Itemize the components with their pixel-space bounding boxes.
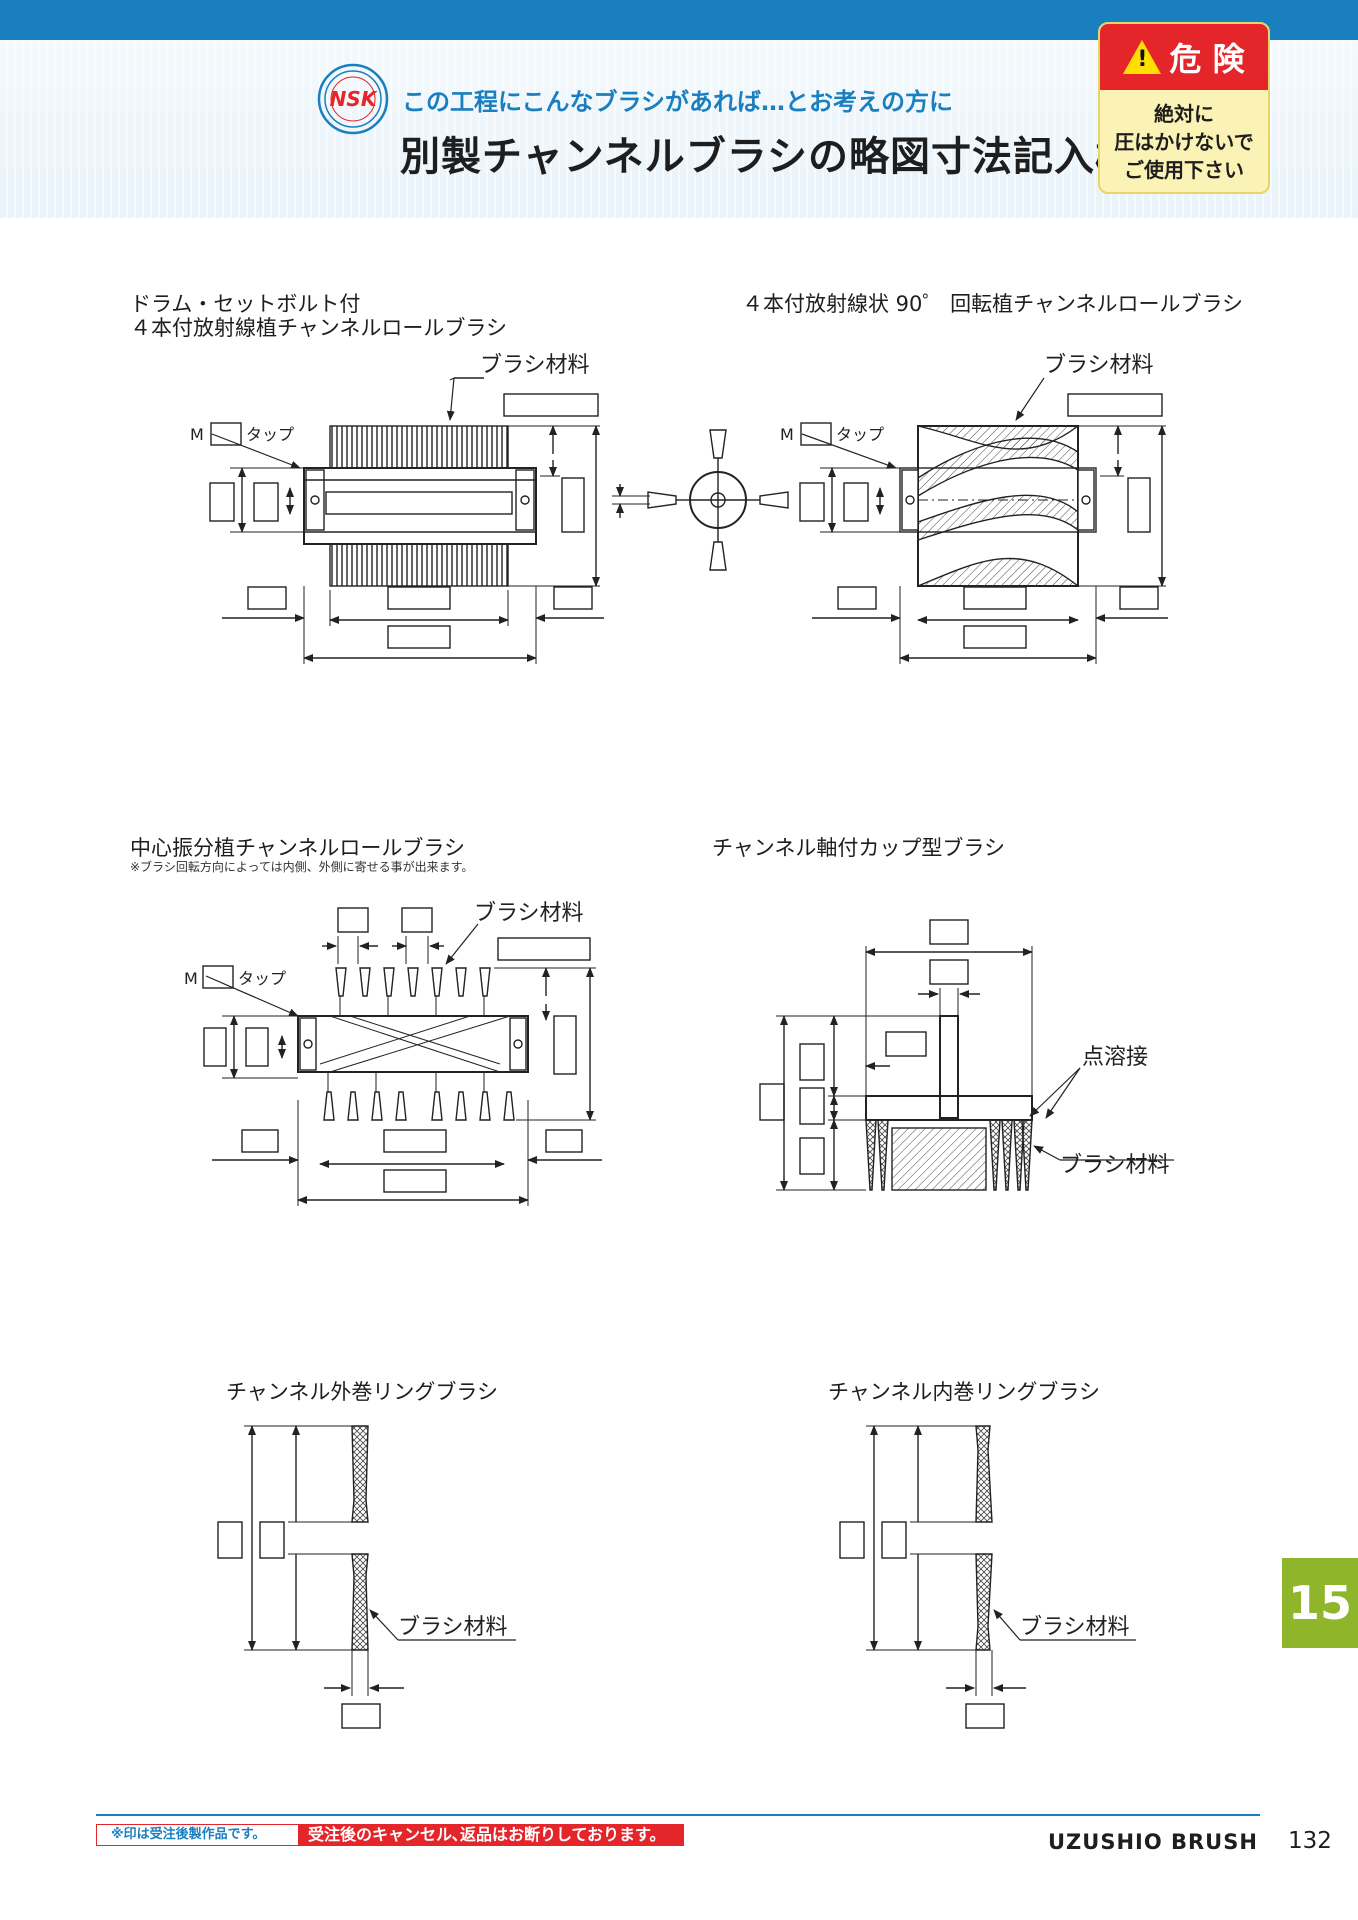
warning-icon: ! <box>1123 40 1162 74</box>
dim-box[interactable] <box>553 586 593 610</box>
dim-box[interactable] <box>503 393 599 417</box>
footer-note-no-cancel: 受注後のキャンセル､返品はお断りしております。 <box>298 1824 684 1846</box>
fig1-tap-label: タップ <box>246 425 294 444</box>
dim-box[interactable] <box>881 1521 907 1559</box>
danger-line-1: 絶対に <box>1154 102 1214 126</box>
fig5-material-label: ブラシ材料 <box>398 1615 508 1640</box>
dim-box[interactable] <box>203 1027 227 1067</box>
fig4-weld-label: 点溶接 <box>1082 1045 1148 1070</box>
dim-box[interactable] <box>383 1129 447 1153</box>
brand-name: UZUSHIO BRUSH <box>1048 1830 1258 1854</box>
fig3-tap-label: タップ <box>238 969 286 988</box>
dim-box[interactable] <box>799 1137 825 1175</box>
fig3-tap-m: M <box>184 969 198 988</box>
fig2-caption: ４本付放射線状 90゜ 回転植チャンネルロールブラシ <box>742 292 1244 316</box>
dim-box[interactable] <box>241 1129 279 1153</box>
dim-box[interactable] <box>965 1703 1005 1729</box>
fig1-caption-line1: ドラム・セットボルト付 <box>130 292 361 316</box>
dim-box[interactable] <box>963 625 1027 649</box>
page-number: 132 <box>1288 1828 1332 1854</box>
dim-box[interactable] <box>209 482 235 522</box>
nsk-logo: NSK <box>317 63 389 135</box>
fig6-drawing <box>839 1425 1136 1729</box>
fig3-bottom-tufts <box>323 1091 515 1121</box>
section-tab: 15 <box>1282 1558 1358 1648</box>
dim-box[interactable] <box>800 422 832 446</box>
fig2-material-label: ブラシ材料 <box>1044 353 1154 378</box>
dim-box[interactable] <box>245 1027 269 1067</box>
fig4-material-label: ブラシ材料 <box>1060 1153 1170 1178</box>
fig3-top-tufts <box>335 967 491 997</box>
fig4-caption: チャンネル軸付カップ型ブラシ <box>712 836 1005 860</box>
danger-line-3: ご使用下さい <box>1124 158 1244 182</box>
dim-box[interactable] <box>1127 477 1151 533</box>
dim-box[interactable] <box>387 625 451 649</box>
fig4-drawing <box>759 919 1174 1191</box>
page-subtitle: この工程にこんなブラシがあれば…とお考えの方に <box>402 88 954 116</box>
fig3-note: ※ブラシ回転方向によっては内側、外側に寄せる事が出来ます。 <box>130 860 474 874</box>
fig5-caption: チャンネル外巻リングブラシ <box>226 1380 498 1404</box>
fig4-bristles <box>865 1119 1033 1191</box>
danger-text: 絶対に 圧はかけないで ご使用下さい <box>1100 90 1268 184</box>
dim-box[interactable] <box>799 1043 825 1081</box>
danger-label: 危 険 <box>1169 40 1245 78</box>
page-title: 別製チャンネルブラシの略図寸法記入欄 <box>400 134 1136 180</box>
fig1-side-view <box>612 429 789 571</box>
dim-box[interactable] <box>383 1169 447 1193</box>
dim-box[interactable] <box>217 1521 243 1559</box>
dim-box[interactable] <box>759 1083 785 1121</box>
fig1-material-label: ブラシ材料 <box>480 353 590 378</box>
dim-box[interactable] <box>202 965 234 989</box>
dim-box[interactable] <box>210 422 242 446</box>
fig6-material-label: ブラシ材料 <box>1020 1615 1130 1640</box>
footer-divider <box>96 1814 1260 1816</box>
fig3-caption: 中心振分植チャンネルロールブラシ <box>130 836 465 860</box>
dim-box[interactable] <box>259 1521 285 1559</box>
fig6-caption: チャンネル内巻リングブラシ <box>828 1380 1100 1404</box>
dim-box[interactable] <box>253 482 279 522</box>
dim-box[interactable] <box>885 1031 927 1057</box>
fig3-material-label: ブラシ材料 <box>474 901 584 926</box>
dim-box[interactable] <box>561 477 585 533</box>
dim-box[interactable] <box>1067 393 1163 417</box>
dim-box[interactable] <box>401 907 433 933</box>
dim-box[interactable] <box>929 959 969 985</box>
dim-box[interactable] <box>387 586 451 610</box>
dim-box[interactable] <box>843 482 869 522</box>
fig2-drawing <box>799 377 1168 664</box>
dim-box[interactable] <box>799 1087 825 1125</box>
fig1-caption-line2: ４本付放射線植チャンネルロールブラシ <box>130 316 507 340</box>
dim-box[interactable] <box>247 586 287 610</box>
dim-box[interactable] <box>337 907 369 933</box>
dim-box[interactable] <box>341 1703 381 1729</box>
dim-box[interactable] <box>799 482 825 522</box>
dim-box[interactable] <box>963 586 1027 610</box>
fig2-tap-label: タップ <box>836 425 884 444</box>
danger-warning-box: ! 危 険 絶対に 圧はかけないで ご使用下さい <box>1098 22 1270 194</box>
fig2-tap-m: M <box>780 425 794 444</box>
dim-box[interactable] <box>839 1521 865 1559</box>
danger-line-2: 圧はかけないで <box>1114 130 1254 154</box>
logo-text: NSK <box>330 87 378 111</box>
fig5-drawing <box>217 1425 516 1729</box>
footer-note-made-to-order: ※印は受注後製作品です。 <box>96 1824 306 1846</box>
danger-header: ! 危 険 <box>1100 24 1268 90</box>
fig1-drawing <box>209 377 604 664</box>
dim-box[interactable] <box>497 937 591 961</box>
dim-box[interactable] <box>837 586 877 610</box>
dim-box[interactable] <box>929 919 969 945</box>
dim-box[interactable] <box>545 1129 583 1153</box>
fig3-drawing <box>202 907 602 1206</box>
fig1-tap-m: M <box>190 425 204 444</box>
dim-box[interactable] <box>1119 586 1159 610</box>
dim-box[interactable] <box>553 1015 577 1075</box>
